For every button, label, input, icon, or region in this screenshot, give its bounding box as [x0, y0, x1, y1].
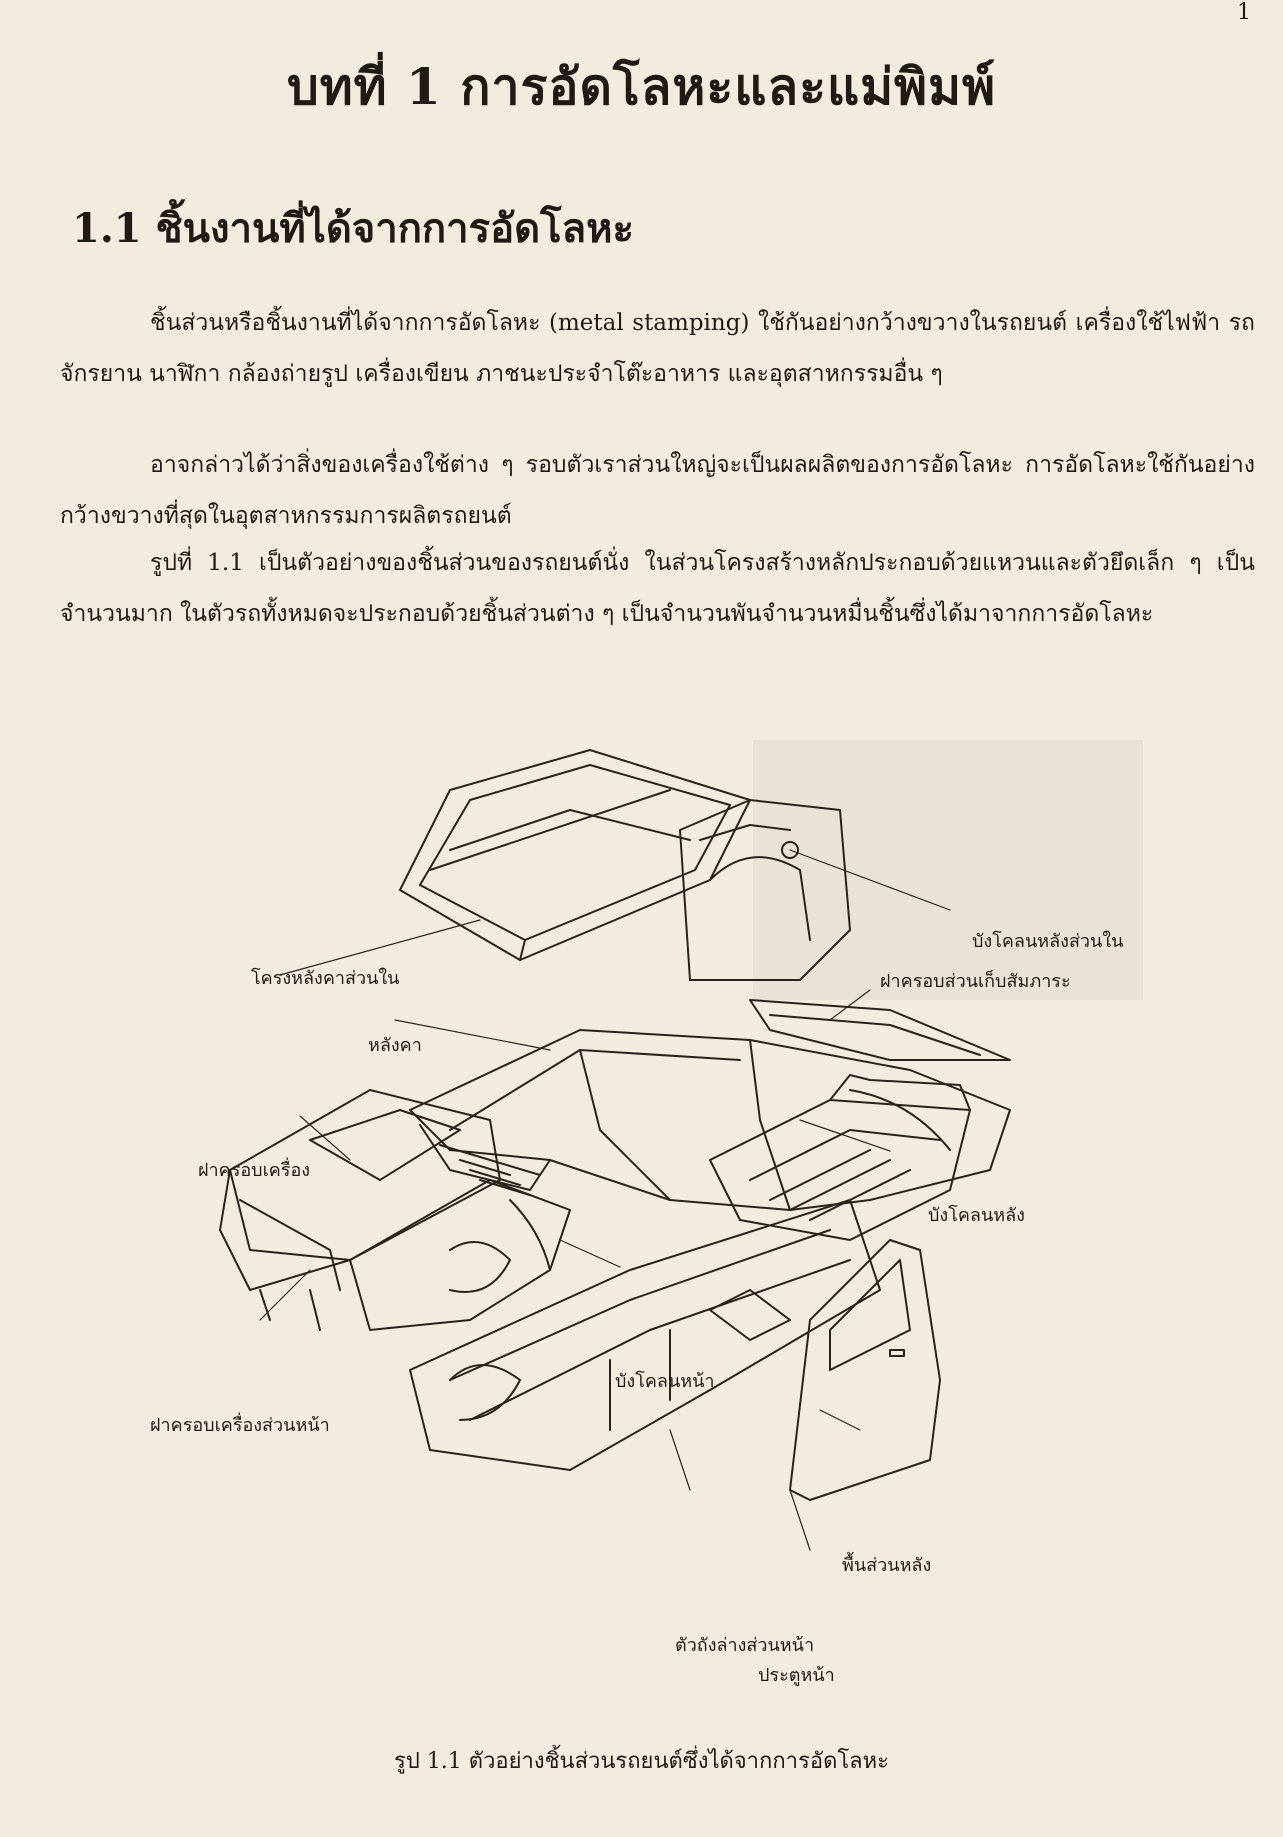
hood-part — [219, 1089, 501, 1331]
label-inner-roof-frame: โครงหลังคาส่วนใน — [251, 968, 400, 989]
figure-caption: รูป 1.1 ตัวอย่างชิ้นส่วนรถยนต์ซึ่งได้จาก… — [394, 1749, 889, 1774]
rear-floor-part — [709, 1074, 971, 1241]
inner-rear-fender-part — [679, 799, 851, 981]
front-underbody-part — [409, 1199, 881, 1471]
body-shell-part — [409, 1029, 1011, 1211]
label-front-door: ประตูหน้า — [758, 1665, 835, 1686]
label-hood: ฝาครอบเครื่อง — [198, 1160, 311, 1181]
car-parts-figure: บังโคลนหลังส่วนใน โครงหลังคาส่วนใน ฝาครอ… — [150, 730, 1123, 1705]
chapter-title: บทที่ 1 การอัดโลหะและแม่พิมพ์ — [286, 57, 997, 116]
trunk-lid-part — [749, 999, 1011, 1061]
bleed-through-shadow — [753, 740, 1143, 1000]
section-heading: 1.1 ชิ้นงานที่ได้จากการอัดโลหะ — [72, 205, 634, 252]
label-inner-rear-fender: บังโคลนหลังส่วนใน — [972, 931, 1124, 952]
leader-lines — [259, 849, 951, 1551]
exploded-car-body-drawing — [219, 749, 1011, 1551]
front-fender-part — [349, 1179, 571, 1331]
inner-roof-frame-part — [399, 749, 751, 961]
label-trunk-lid: ฝาครอบส่วนเก็บสัมภาระ — [880, 971, 1071, 992]
paragraph-1: ชิ้นส่วนหรือชิ้นงานที่ได้จากการอัดโลหะ (… — [60, 310, 1255, 387]
paragraph-2: อาจกล่าวได้ว่าสิ่งของเครื่องใช้ต่าง ๆ รอ… — [60, 452, 1255, 529]
label-rear-floor: พื้นส่วนหลัง — [842, 1555, 932, 1576]
label-front-underbody: ตัวถังล่างส่วนหน้า — [675, 1635, 815, 1656]
front-door-part — [789, 1239, 941, 1501]
label-front-hood-panel: ฝาครอบเครื่องส่วนหน้า — [150, 1415, 330, 1436]
paragraph-3: รูปที่ 1.1 เป็นตัวอย่างของชิ้นส่วนของรถย… — [60, 550, 1255, 627]
page-number: 1 — [1237, 0, 1251, 25]
label-rear-fender: บังโคลนหลัง — [928, 1205, 1025, 1226]
label-front-fender: บังโคลนหน้า — [615, 1371, 715, 1392]
label-roof: หลังคา — [368, 1035, 422, 1056]
